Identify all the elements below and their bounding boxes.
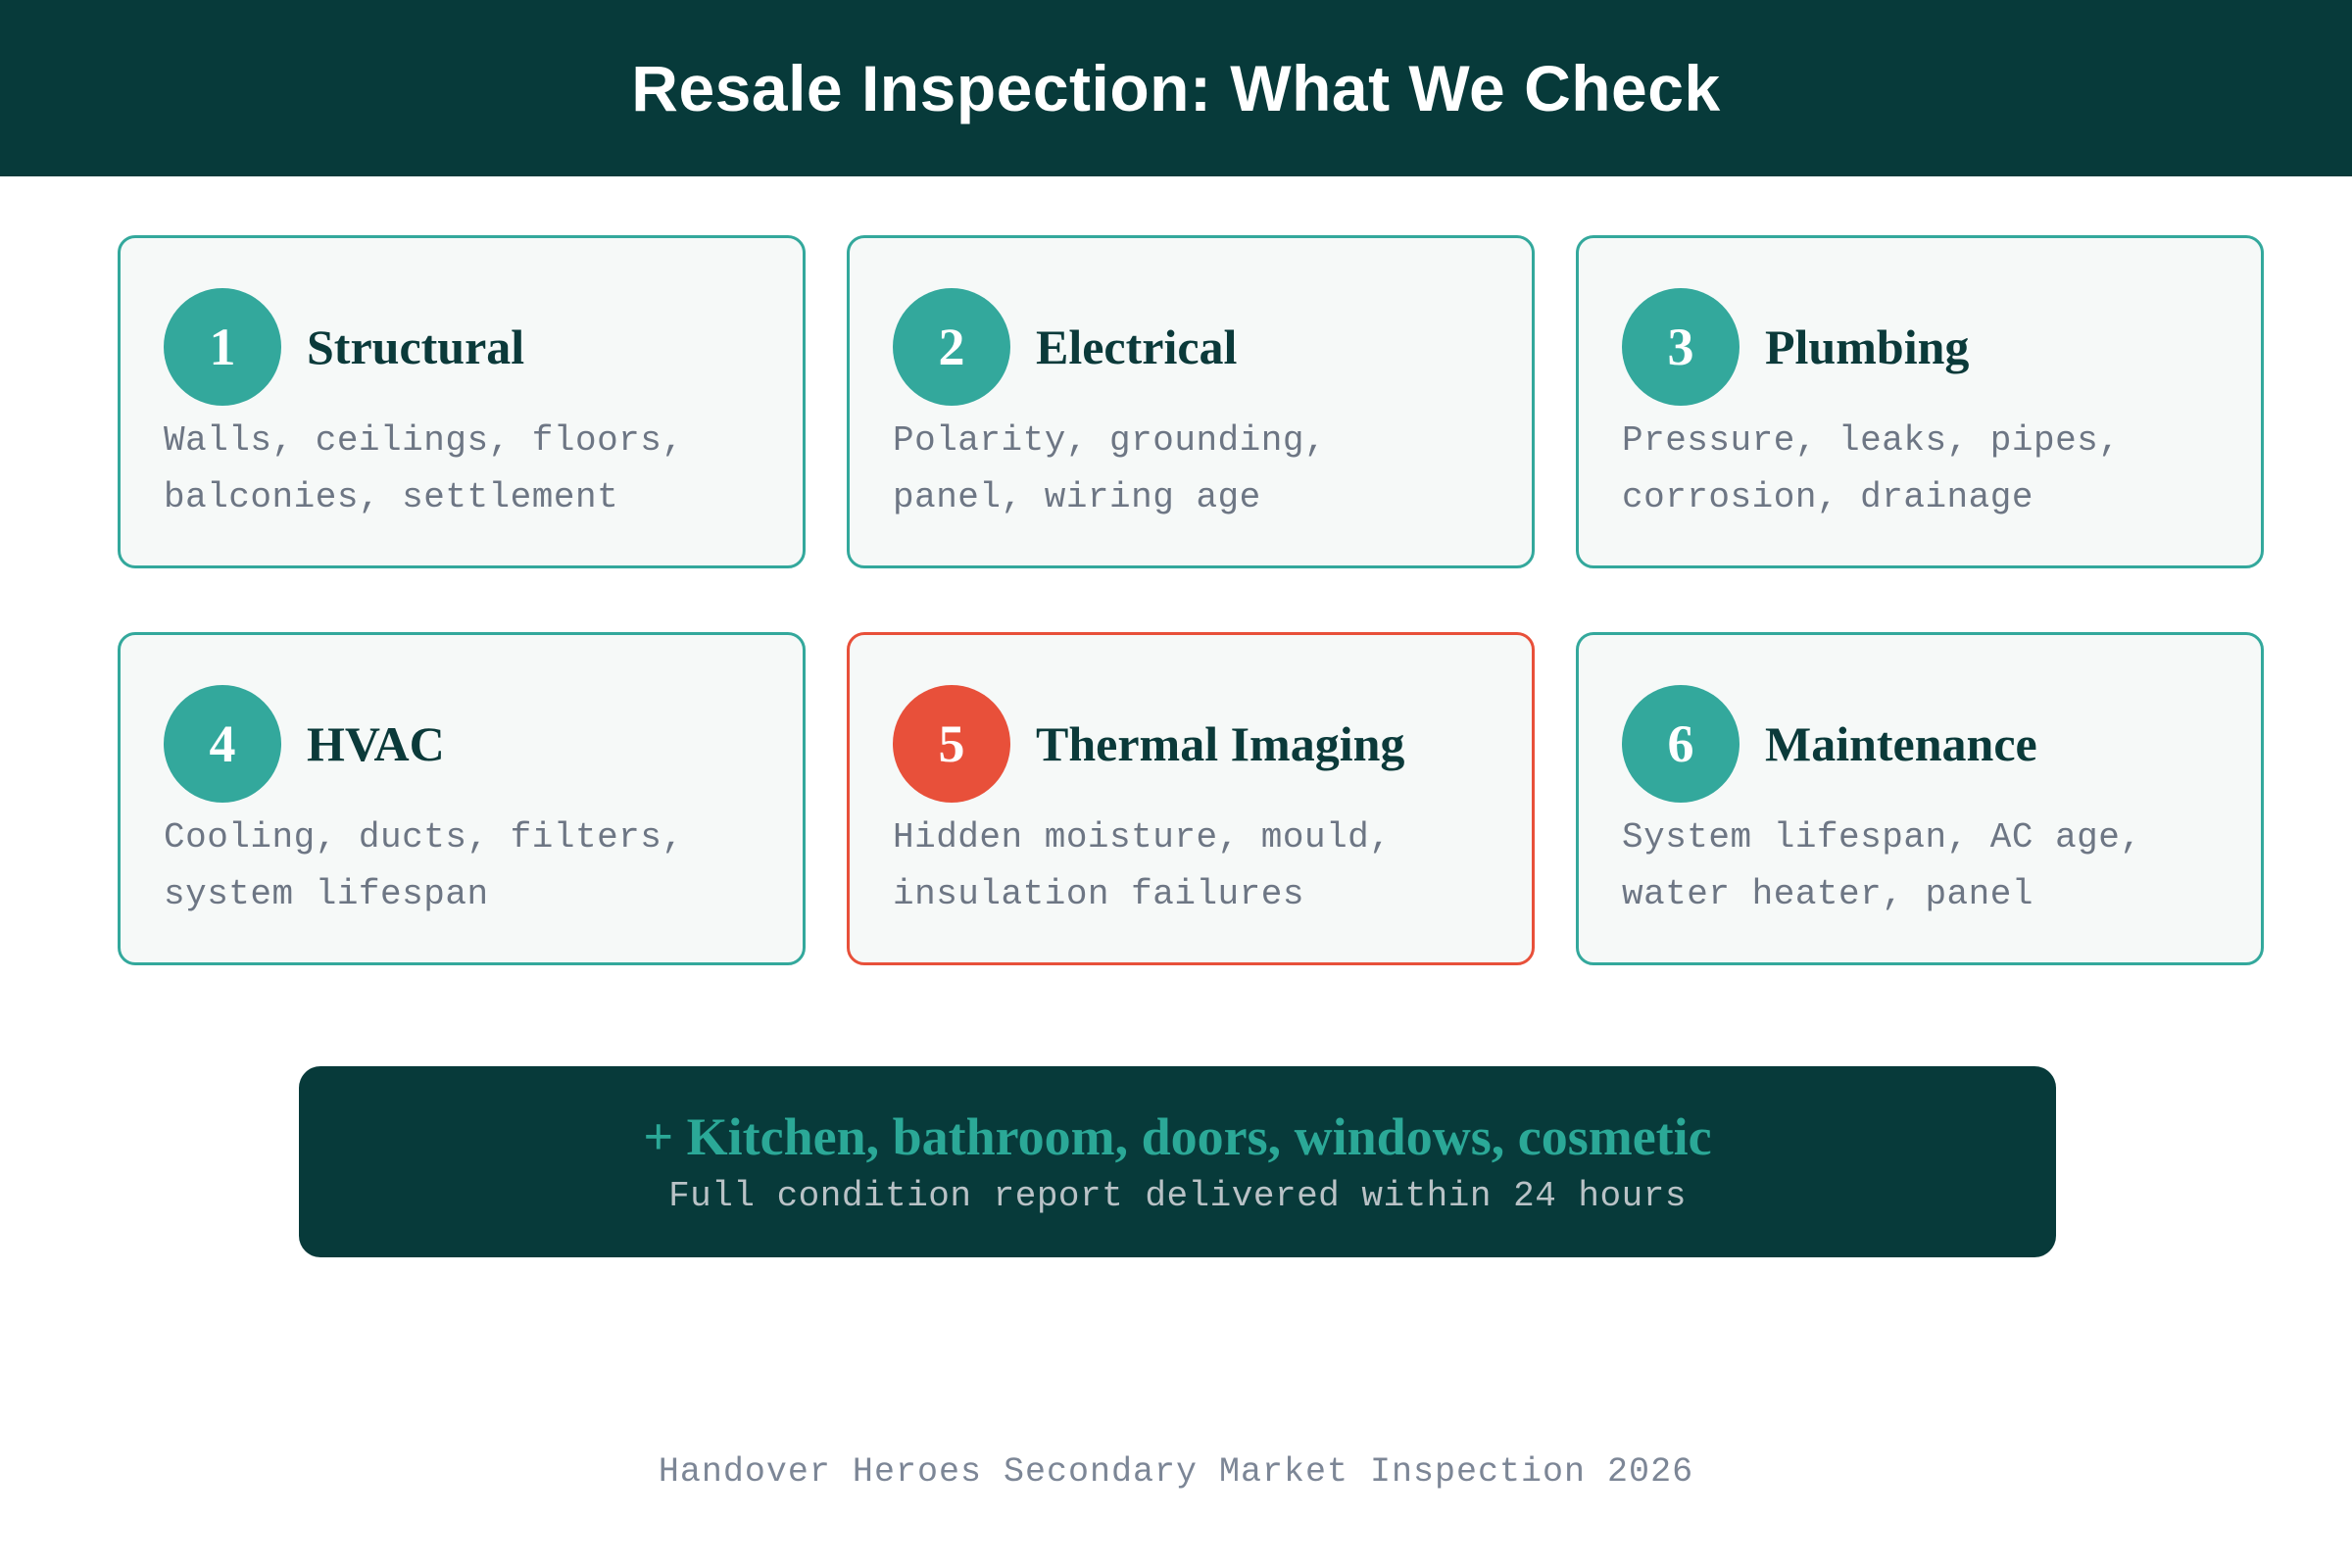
inspection-card-thermal-imaging[interactable]: 5 Thermal Imaging Hidden moisture, mould… — [847, 632, 1535, 965]
card-header: 2 Electrical — [893, 287, 1489, 407]
banner-subtext: Full condition report delivered within 2… — [668, 1175, 1687, 1216]
card-header: 6 Maintenance — [1622, 684, 2218, 804]
inspection-card-grid: 1 Structural Walls, ceilings, floors, ba… — [118, 235, 2264, 965]
inspection-card-structural[interactable]: 1 Structural Walls, ceilings, floors, ba… — [118, 235, 806, 568]
header-bar: Resale Inspection: What We Check — [0, 0, 2352, 176]
card-title: HVAC — [307, 715, 445, 771]
card-description: Hidden moisture, mould, insulation failu… — [893, 817, 1392, 915]
page-title: Resale Inspection: What We Check — [631, 52, 1721, 124]
banner-headline: + Kitchen, bathroom, doors, windows, cos… — [643, 1106, 1712, 1166]
card-title: Plumbing — [1765, 318, 1970, 374]
inspection-card-electrical[interactable]: 2 Electrical Polarity, grounding, panel,… — [847, 235, 1535, 568]
card-description: Walls, ceilings, floors, balconies, sett… — [164, 420, 684, 518]
card-title: Structural — [307, 318, 525, 374]
card-title: Thermal Imaging — [1036, 715, 1405, 771]
card-description: Pressure, leaks, pipes, corrosion, drain… — [1622, 420, 2121, 518]
card-description: Polarity, grounding, panel, wiring age — [893, 420, 1327, 518]
card-number-badge: 6 — [1622, 685, 1740, 803]
card-number-badge: 2 — [893, 288, 1010, 406]
card-title: Maintenance — [1765, 715, 2037, 771]
card-header: 3 Plumbing — [1622, 287, 2218, 407]
additional-coverage-banner: + Kitchen, bathroom, doors, windows, cos… — [299, 1066, 2056, 1257]
card-header: 4 HVAC — [164, 684, 760, 804]
card-number-badge: 5 — [893, 685, 1010, 803]
card-number-badge: 1 — [164, 288, 281, 406]
inspection-card-maintenance[interactable]: 6 Maintenance System lifespan, AC age, w… — [1576, 632, 2264, 965]
footer-caption: Handover Heroes Secondary Market Inspect… — [658, 1452, 1694, 1492]
card-title: Electrical — [1036, 318, 1238, 374]
card-number-badge: 3 — [1622, 288, 1740, 406]
inspection-card-plumbing[interactable]: 3 Plumbing Pressure, leaks, pipes, corro… — [1576, 235, 2264, 568]
card-number-badge: 4 — [164, 685, 281, 803]
card-description: System lifespan, AC age, water heater, p… — [1622, 817, 2142, 915]
card-header: 1 Structural — [164, 287, 760, 407]
card-description: Cooling, ducts, filters, system lifespan — [164, 817, 684, 915]
inspection-card-hvac[interactable]: 4 HVAC Cooling, ducts, filters, system l… — [118, 632, 806, 965]
card-header: 5 Thermal Imaging — [893, 684, 1489, 804]
